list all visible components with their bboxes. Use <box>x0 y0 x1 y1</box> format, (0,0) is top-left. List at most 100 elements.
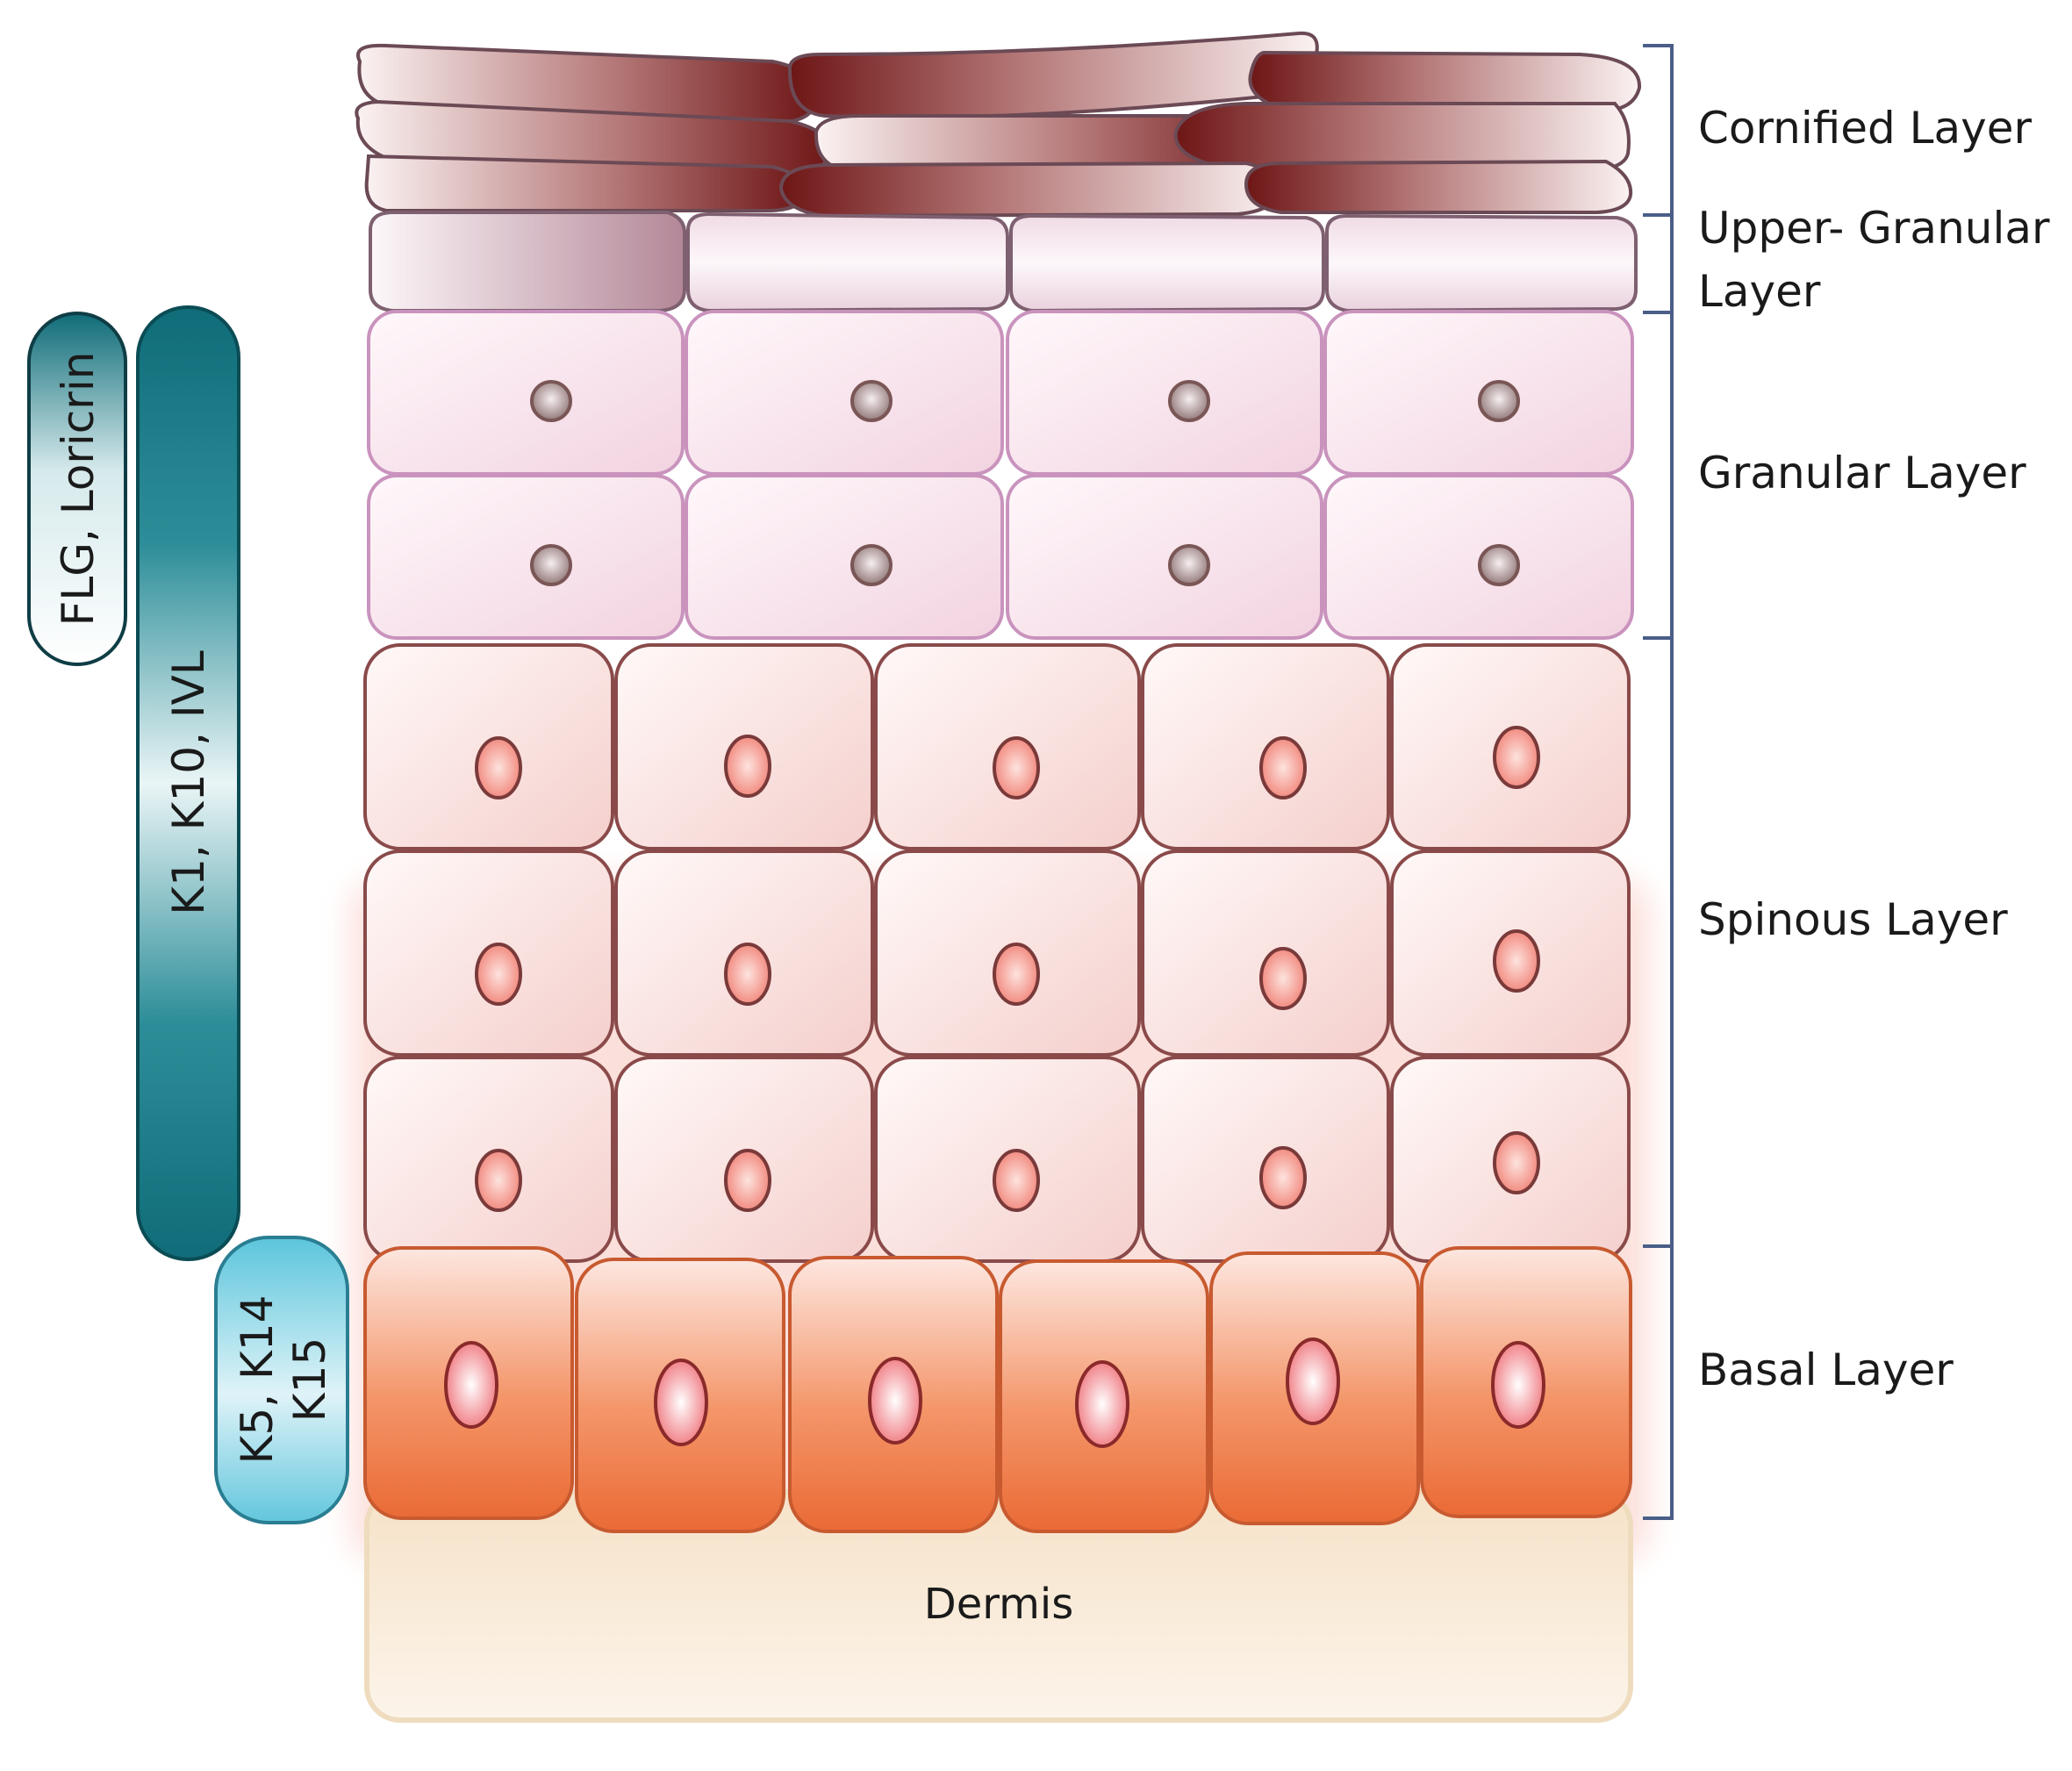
granular-cell-body <box>367 310 685 476</box>
granular-cell-body <box>685 474 1004 640</box>
basal-layer <box>363 1246 1632 1533</box>
label-upper-granular-line1: Upper- Granular <box>1698 203 2050 254</box>
cornified-layer <box>355 31 1642 219</box>
granular-cell-nucleus <box>1168 544 1210 586</box>
basal-cell-nucleus <box>868 1357 922 1445</box>
spinous-cell-nucleus <box>1259 947 1307 1010</box>
granular-cell <box>1323 474 1634 640</box>
spinous-cell-nucleus <box>724 943 771 1006</box>
granular-cell <box>367 310 685 476</box>
spinous-cell-nucleus <box>993 736 1040 799</box>
spinous-cell <box>1141 1056 1390 1263</box>
spinous-cell <box>1390 850 1631 1057</box>
cornified-cell <box>1244 159 1633 214</box>
spinous-cell <box>1141 643 1390 850</box>
label-granular-layer: Granular Layer <box>1698 448 2026 498</box>
spinous-cell <box>1390 643 1631 850</box>
spinous-cell-nucleus <box>724 1149 771 1212</box>
upper-granular-cell <box>686 212 1009 313</box>
label-basal-layer: Basal Layer <box>1698 1344 1954 1395</box>
marker-bar-flg <box>27 312 127 666</box>
spinous-cell <box>363 1056 614 1263</box>
granular-cell-body <box>1323 474 1634 640</box>
basal-cell-nucleus <box>1491 1341 1545 1429</box>
label-cornified-layer: Cornified Layer <box>1698 103 2033 154</box>
granular-cell-nucleus <box>530 544 572 586</box>
granular-cell-nucleus <box>1168 380 1210 422</box>
spinous-cell-nucleus <box>993 1149 1040 1212</box>
basal-cell <box>1209 1251 1420 1525</box>
basal-cell <box>999 1259 1209 1533</box>
granular-cell-body <box>367 474 685 640</box>
granular-cell <box>1006 474 1323 640</box>
basal-cell <box>575 1258 785 1533</box>
marker-bar-k5 <box>214 1236 349 1524</box>
spinous-cell-nucleus <box>475 736 522 799</box>
spinous-cell-nucleus <box>993 943 1040 1006</box>
label-dermis: Dermis <box>923 1580 1074 1629</box>
granular-cell <box>685 474 1004 640</box>
granular-cell-nucleus <box>1478 544 1520 586</box>
basal-cell-nucleus <box>1286 1337 1340 1425</box>
marker-flg-loricrin: FLG, Loricrin <box>27 312 127 666</box>
bracket-spine <box>1643 44 1674 1520</box>
spinous-cell-nucleus <box>475 1149 522 1212</box>
marker-label-flg: FLG, Loricrin <box>53 352 104 627</box>
marker-label-k15: K15 <box>284 1337 335 1422</box>
marker-k1-k10-ivl: K1, K10, IVL <box>136 305 240 1261</box>
spinous-cell <box>874 643 1141 850</box>
spinous-cell <box>614 850 874 1057</box>
marker-bar-k1 <box>136 305 240 1261</box>
granular-cell-nucleus <box>530 380 572 422</box>
upper-granular-cell <box>1009 213 1325 313</box>
granular-cell-nucleus <box>850 544 893 586</box>
marker-k5-k14-k15: K5, K14 K15 <box>214 1236 349 1524</box>
spinous-cell <box>363 850 614 1057</box>
label-spinous-layer: Spinous Layer <box>1698 894 2008 945</box>
granular-cell-body <box>1006 474 1323 640</box>
spinous-layer <box>363 643 1631 1263</box>
marker-label-k1: K1, K10, IVL <box>163 650 214 915</box>
spinous-cell <box>363 643 614 850</box>
cornified-cell <box>778 161 1282 219</box>
basal-cell-nucleus <box>444 1341 498 1429</box>
spinous-cell-nucleus <box>1259 736 1307 799</box>
spinous-cell-nucleus <box>1259 1146 1307 1209</box>
granular-layer <box>367 310 1634 640</box>
label-upper-granular-line2: Layer <box>1698 266 1821 317</box>
basal-cell <box>788 1256 999 1533</box>
cornified-cell <box>364 154 808 212</box>
spinous-cell <box>874 1056 1141 1263</box>
spinous-cell-nucleus <box>1493 929 1540 993</box>
spinous-cell-nucleus <box>475 943 522 1006</box>
upper-granular-cell <box>369 211 687 312</box>
spinous-cell-body <box>1141 850 1390 1057</box>
spinous-cell <box>614 643 874 850</box>
granular-cell <box>367 474 685 640</box>
basal-cell-nucleus <box>654 1359 708 1446</box>
spinous-cell-nucleus <box>1493 1131 1540 1194</box>
granular-cell <box>1323 310 1634 476</box>
spinous-cell-nucleus <box>1493 726 1540 789</box>
cornified-cell <box>1173 102 1631 174</box>
spinous-cell <box>874 850 1141 1057</box>
granular-cell-body <box>685 310 1004 476</box>
basal-cell <box>363 1246 574 1520</box>
granular-cell-nucleus <box>850 380 893 422</box>
marker-label-k5: K5, K14 <box>232 1295 283 1465</box>
granular-cell-body <box>1006 310 1323 476</box>
layer-bracket <box>1643 44 1674 1520</box>
upper-granular-cell <box>1325 213 1638 313</box>
granular-cell <box>685 310 1004 476</box>
spinous-cell <box>614 1056 874 1263</box>
spinous-cell-nucleus <box>724 735 771 798</box>
upper-granular-layer <box>369 211 1638 313</box>
spinous-cell <box>1141 850 1390 1057</box>
granular-cell-body <box>1323 310 1634 476</box>
granular-cell-nucleus <box>1478 380 1520 422</box>
spinous-cell <box>1390 1056 1631 1263</box>
granular-cell <box>1006 310 1323 476</box>
basal-cell-nucleus <box>1075 1360 1129 1448</box>
basal-cell <box>1420 1246 1632 1518</box>
